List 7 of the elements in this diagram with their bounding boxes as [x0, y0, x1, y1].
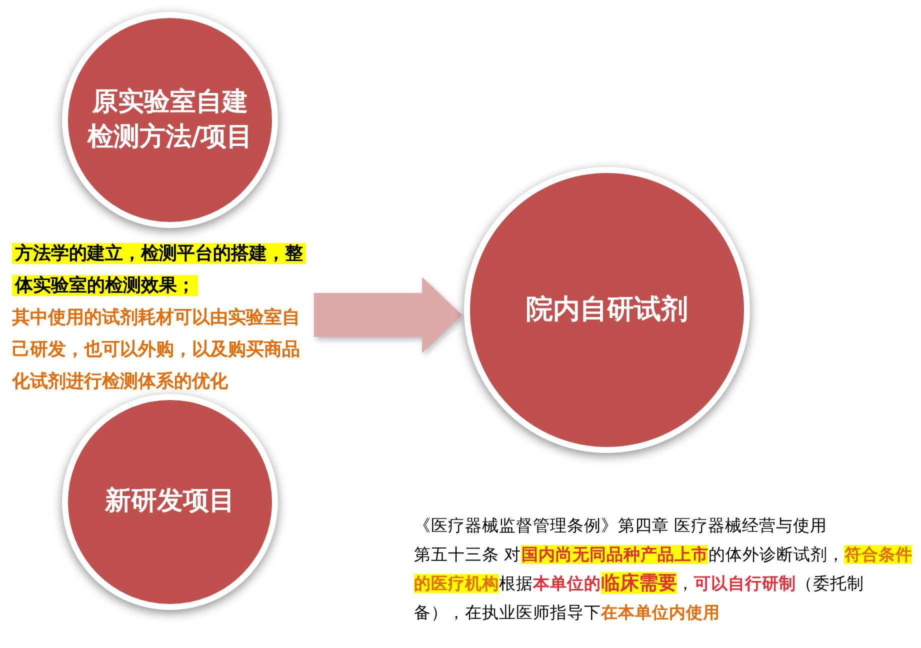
node-text: 院内自研试剂 — [526, 292, 688, 327]
note-text: 其中使用的试剂耗材可以由实验室自己研发，也可以外购，以及购买商品化试剂进行检测体系的优化 — [12, 306, 301, 394]
node-text: 原实验室自建检测方法/项目 — [86, 86, 254, 154]
regulation-text: 第五十三条 对国内尚无同品种产品上市的体外诊断试剂，符合条件的医疗机构根据本单位的临床需要，可以自行研制（委托制备），在执业医师指导下在本单位内使用 — [414, 544, 914, 624]
regulation-text: 《医疗器械监督管理条例》第四章 医疗器械经营与使用 — [414, 515, 828, 537]
block-arrow — [314, 277, 462, 353]
node-text: 新研发项目 — [105, 485, 235, 518]
